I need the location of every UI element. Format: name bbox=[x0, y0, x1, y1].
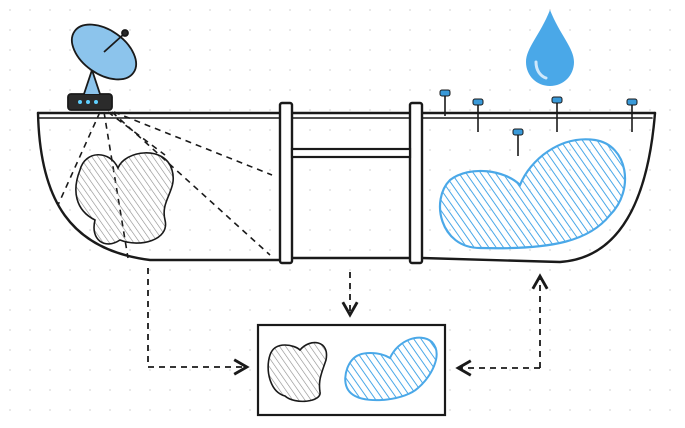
blue-water-region bbox=[438, 138, 626, 250]
sensors bbox=[439, 89, 638, 156]
arrow-left-to-box bbox=[147, 268, 250, 376]
sensor-pin-icon bbox=[472, 98, 484, 132]
gray-anomaly-region bbox=[75, 152, 175, 245]
drop-highlight bbox=[534, 60, 548, 80]
tank bbox=[36, 111, 657, 264]
sensor-pin-icon bbox=[551, 96, 563, 132]
crossbars bbox=[290, 147, 412, 159]
result-gray-region bbox=[267, 341, 328, 403]
satellite-dish-icon bbox=[67, 23, 137, 111]
right-pillar bbox=[408, 101, 424, 265]
result-blue-region bbox=[344, 336, 438, 402]
flow-arrows bbox=[147, 268, 549, 377]
left-pillar bbox=[278, 101, 294, 265]
sensor-pin-icon bbox=[512, 128, 524, 156]
sensor-pin-icon bbox=[626, 98, 638, 132]
sensor-pin-icon bbox=[439, 89, 451, 116]
